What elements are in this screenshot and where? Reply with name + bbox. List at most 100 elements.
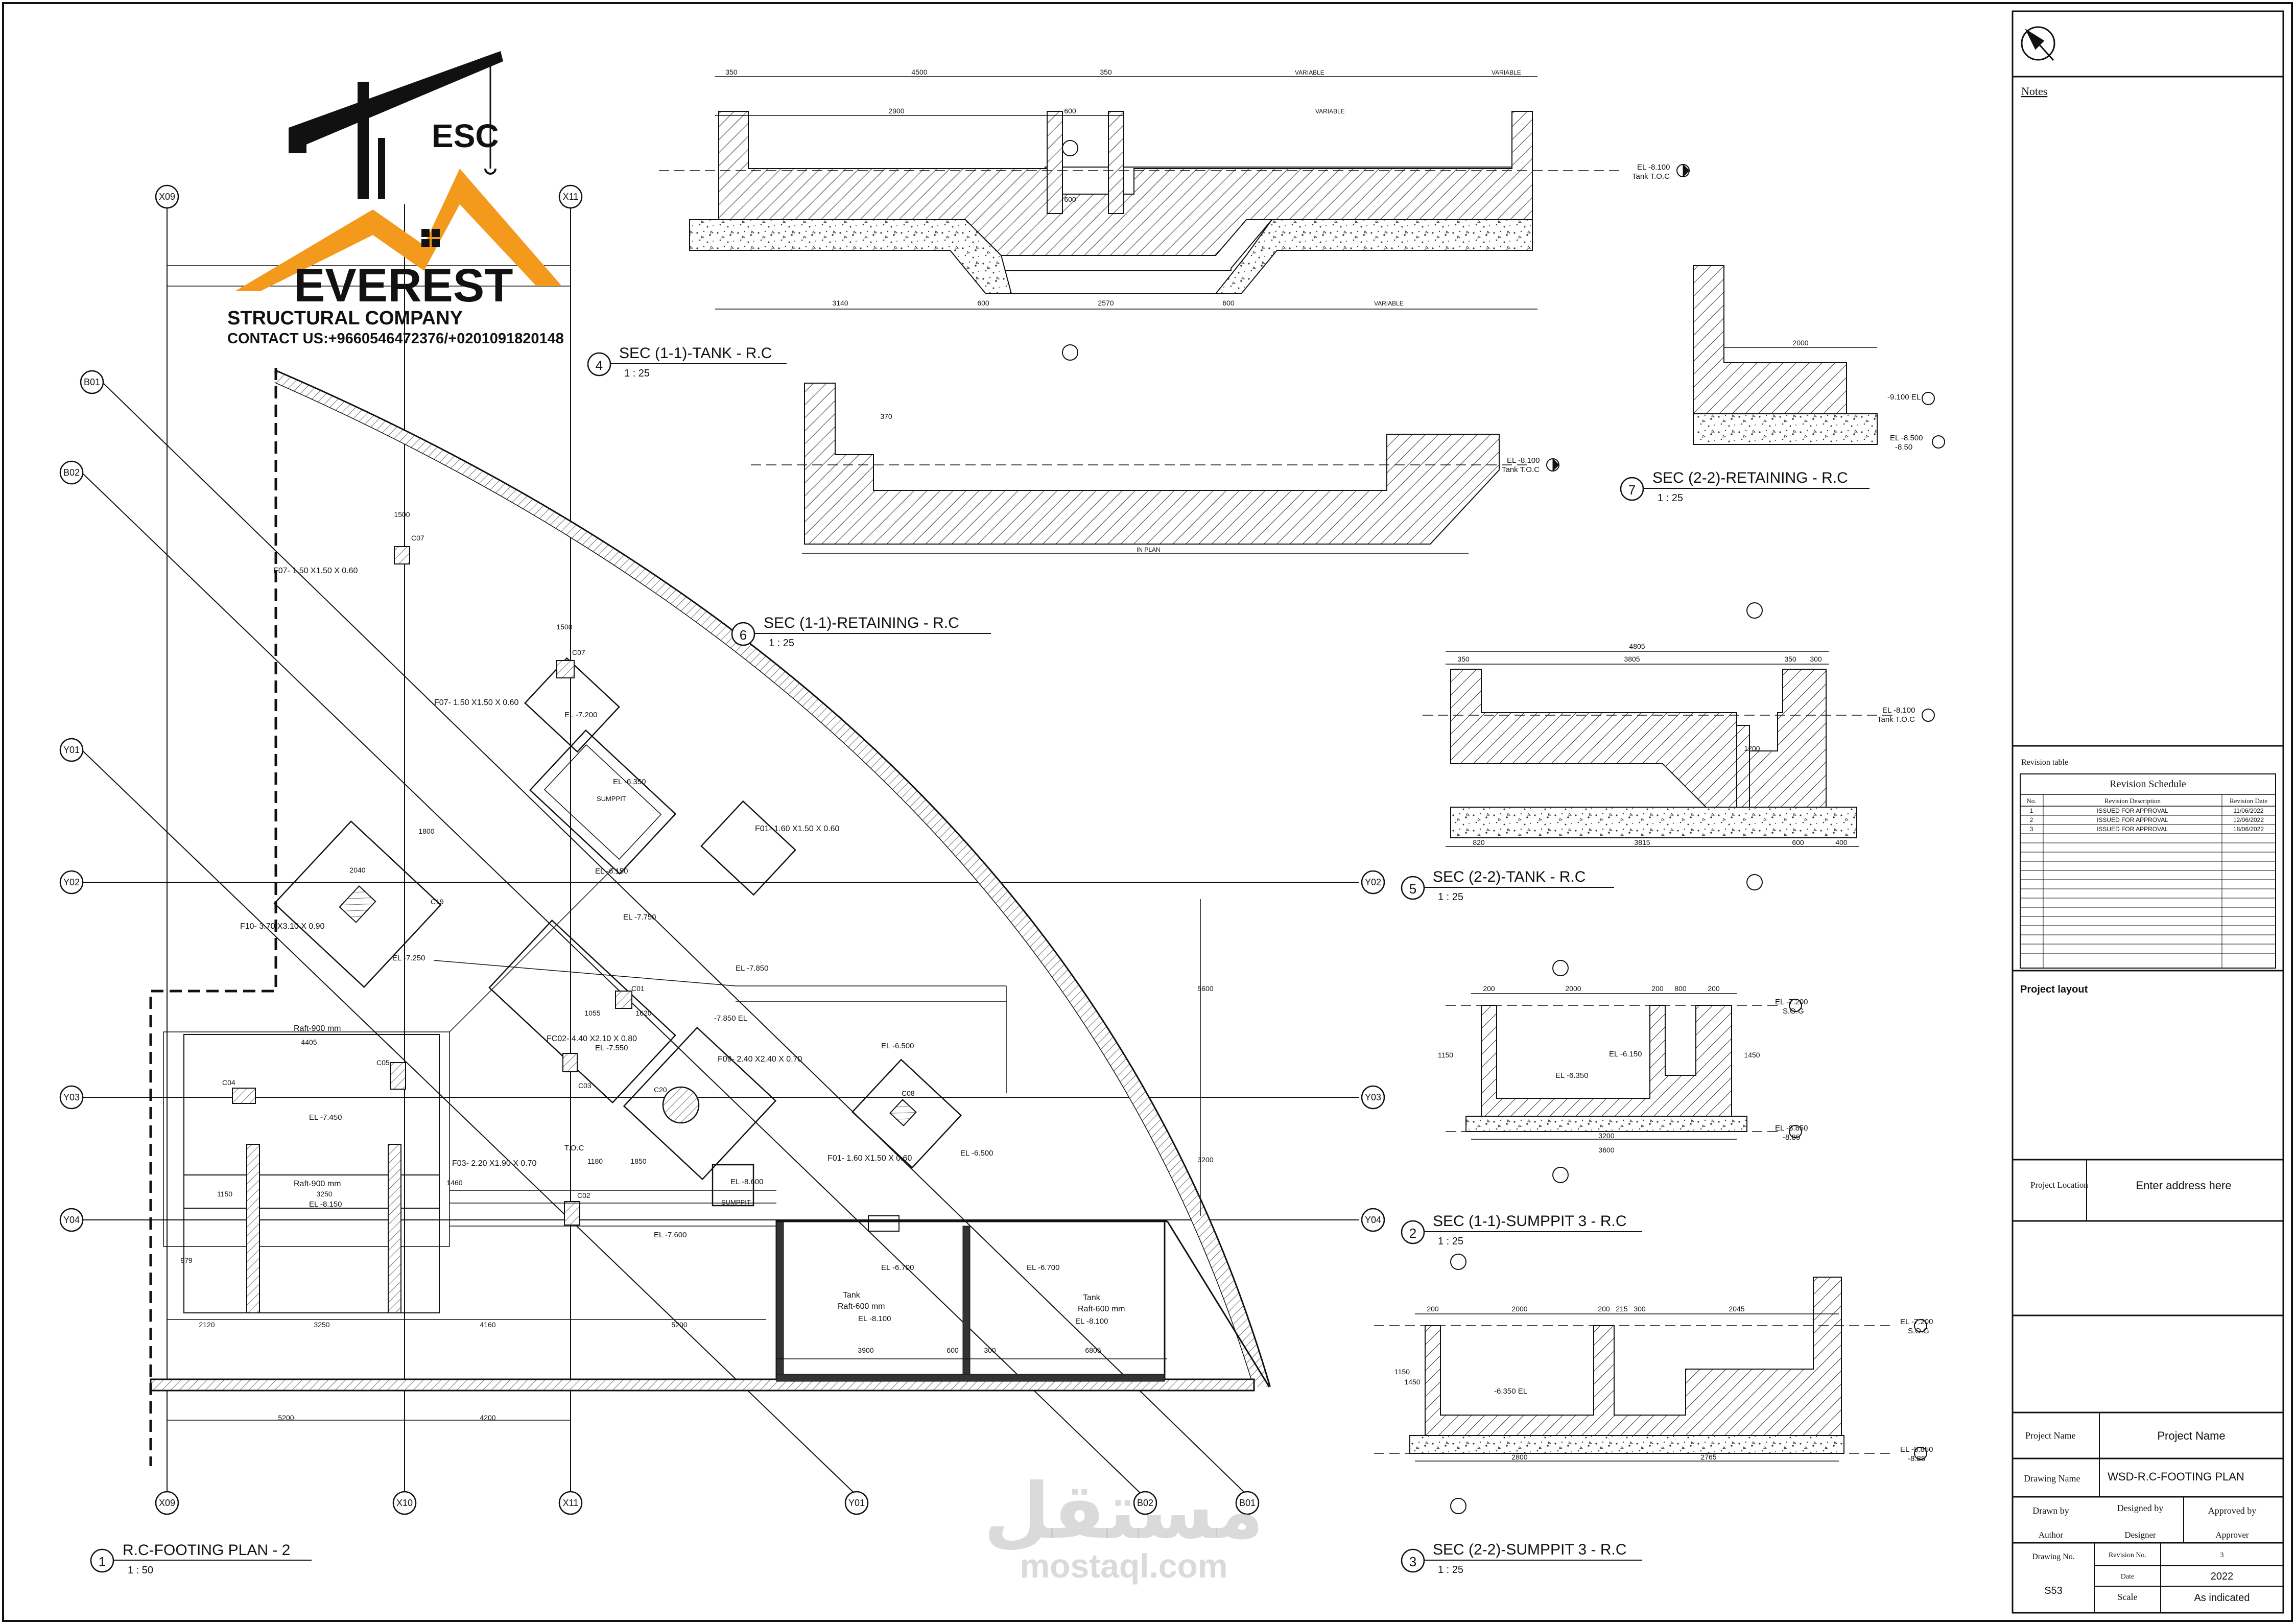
tank-area [775, 1220, 1166, 1380]
logo-company: STRUCTURAL COMPANY [227, 308, 463, 329]
dim: 1150 [1438, 1051, 1453, 1059]
dim: 2045 [1729, 1305, 1744, 1313]
sp2-el3: -8.85 [1908, 1454, 1925, 1463]
grid-bubble-y01-left [59, 738, 84, 762]
label-tank-2: Tank [1083, 1293, 1101, 1302]
project-layout-label: Project layout [2020, 984, 2088, 995]
dim: 1500 [394, 510, 410, 519]
section-sumppit-1-1 [1401, 960, 1802, 1244]
section-tank-1-1 [587, 76, 1690, 376]
column-c03 [562, 1053, 578, 1072]
dim: 2120 [199, 1321, 215, 1329]
rev-row-2-desc: ISSUED FOR APPROVAL [2097, 816, 2168, 823]
grid-label-x09-top: X09 [159, 192, 175, 202]
view-scale-retaining-2: 1 : 25 [1658, 492, 1683, 504]
grid-label-b01-bottom: B01 [1239, 1498, 1256, 1508]
var-2: VARIABLE [1492, 69, 1521, 76]
dim: 1055 [584, 1009, 600, 1017]
dim: 600 [947, 1346, 959, 1354]
column-c07b [556, 660, 575, 678]
var-4: VARIABLE [1374, 300, 1404, 307]
north-arrow-icon [2021, 26, 2055, 61]
tank1-toc: Tank T.O.C [1632, 172, 1670, 181]
view-title-tank-2: SEC (2-2)-TANK - R.C [1433, 868, 1586, 885]
raft-area-2 [183, 1174, 440, 1313]
grid-bubble-x10-bottom [392, 1491, 417, 1515]
view-num-sumppit-2: 3 [1409, 1554, 1416, 1569]
label-c20: C20 [654, 1086, 667, 1094]
dim: 200 [1598, 1305, 1610, 1313]
label-raft-1: Raft-900 mm [294, 1024, 341, 1033]
drawn-by-value: Author [2039, 1530, 2064, 1540]
revision-table-label: Revision table [2021, 758, 2068, 767]
title-block-frame [2012, 10, 2284, 1614]
dim: 300 [984, 1346, 996, 1354]
watermark-arabic: مستقل [984, 1467, 1264, 1556]
grid-label-b02-left: B02 [63, 467, 80, 478]
dim: 2570 [1098, 299, 1114, 307]
sp2-in: -6.350 EL [1494, 1387, 1527, 1396]
label-c08: C08 [902, 1089, 915, 1097]
dim: 200 [1483, 984, 1495, 993]
designed-by-label: Designed by [2117, 1503, 2163, 1513]
rev-header-date: Revision Date [2230, 797, 2267, 805]
grid-label-y03-left: Y03 [63, 1092, 80, 1102]
grid-label-b02-bottom: B02 [1137, 1498, 1153, 1508]
column-c08 [889, 1099, 917, 1126]
dim: 4405 [301, 1038, 317, 1046]
var-1: VARIABLE [1295, 69, 1324, 76]
dim: 300 [1810, 655, 1822, 663]
sp2-el1: EL -7.200 [1900, 1317, 1933, 1326]
grid-line-y01 [81, 749, 859, 1497]
rev-row-1-no: 1 [2030, 807, 2033, 814]
label-c19: C19 [431, 898, 444, 906]
project-name-label: Project Name [2025, 1430, 2075, 1441]
drawing-name-label: Drawing Name [2024, 1473, 2080, 1484]
dim: 3140 [832, 299, 848, 307]
revision-schedule-title: Revision Schedule [2110, 779, 2186, 790]
level-6700: EL -6.700 [881, 1263, 914, 1272]
grid-label-y01-left: Y01 [63, 745, 80, 755]
label-c02: C02 [577, 1191, 590, 1199]
view-title-sumppit-1: SEC (1-1)-SUMPPIT 3 - R.C [1433, 1213, 1627, 1230]
boundary-dashed-line [149, 368, 277, 1466]
var-3: VARIABLE [1315, 108, 1345, 115]
level-7750: EL -7.750 [623, 913, 656, 922]
view-scale-sumppit-1: 1 : 25 [1438, 1236, 1463, 1247]
level-toc: T.O.C [564, 1144, 584, 1152]
view-num-retaining-2: 7 [1628, 482, 1636, 498]
dim: 2000 [1565, 984, 1581, 993]
grid-bubble-y03-right [1361, 1085, 1385, 1110]
view-scale-sumppit-2: 1 : 25 [1438, 1564, 1463, 1575]
dim: 2040 [349, 866, 365, 874]
column-c05 [390, 1062, 406, 1090]
footing-f01b [851, 1058, 962, 1169]
label-f01a: F01- 1.60 X1.50 X 0.60 [755, 825, 840, 833]
footing-f09 [623, 1026, 777, 1181]
column-c07a [394, 546, 410, 564]
dim: 200 [1708, 984, 1720, 993]
dim: 350 [1784, 655, 1796, 663]
dim: 4160 [480, 1321, 495, 1329]
label-f09: F09- 2.40 X2.40 X 0.70 [718, 1055, 802, 1064]
column-c01 [615, 991, 632, 1009]
dim: 400 [1835, 838, 1848, 846]
dim: 5200 [671, 1321, 687, 1329]
logo-contact: CONTACT US:+9660546472376/+0201091820148 [227, 331, 564, 347]
grid-bubble-y03-left [59, 1085, 84, 1110]
dim: 4805 [1629, 642, 1645, 650]
dim: 3805 [1624, 655, 1640, 663]
raft-area-1 [183, 1034, 440, 1209]
logo-name: EVEREST [294, 260, 513, 312]
label-f03: F03- 2.20 X1.90 X 0.70 [452, 1159, 537, 1168]
scale-label: Scale [2118, 1592, 2138, 1602]
dim: 600 [1222, 299, 1235, 307]
ret1-toc: Tank T.O.C [1502, 465, 1540, 474]
label-c07a: C07 [411, 534, 424, 542]
label-tank-2-raft: Raft-600 mm [1078, 1305, 1125, 1313]
grid-label-x11-bottom: X11 [563, 1498, 579, 1508]
approved-by-label: Approved by [2208, 1505, 2256, 1516]
grid-bubble-b01-left [80, 370, 104, 394]
view-title-retaining-1: SEC (1-1)-RETAINING - R.C [764, 615, 959, 631]
